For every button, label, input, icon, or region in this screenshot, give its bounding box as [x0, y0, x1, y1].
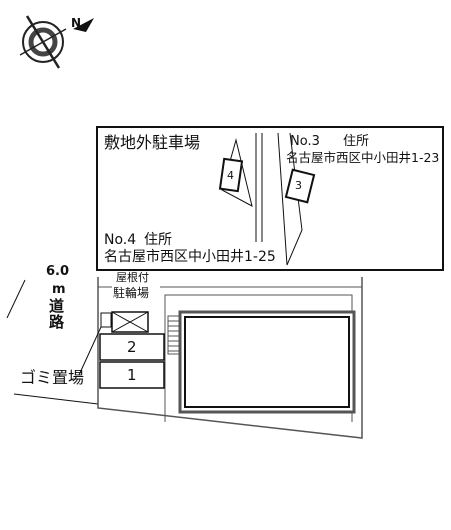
- bike-parking-label-line1: 屋根付: [115, 271, 150, 284]
- road-label: 道路: [47, 298, 65, 330]
- property-lot: [97, 277, 363, 439]
- bike-parking-label-line2: 駐輪場: [112, 286, 151, 300]
- lot3-number: No.3: [290, 134, 320, 149]
- compass-north-label: N: [71, 16, 82, 30]
- lot4-number: No.4: [104, 232, 137, 248]
- road-width-unit: m: [52, 282, 66, 297]
- road-width: 6.0: [46, 264, 70, 279]
- offsite-parking-title: 敷地外駐車場: [104, 133, 201, 152]
- garbage-box: [100, 312, 112, 328]
- parking-slot-2: [99, 333, 165, 361]
- lot4-address: 名古屋市西区中小田井1-25: [104, 249, 276, 265]
- lot3-address-label: 住所: [343, 134, 370, 149]
- offsite-parking-box: [96, 126, 444, 271]
- lot3-slot-number: 3: [295, 179, 302, 192]
- lot3-slot: [284, 168, 316, 204]
- building: [178, 310, 356, 414]
- lot3-address: 名古屋市西区中小田井1-23: [286, 150, 440, 165]
- parking-slot-2-label: 2: [127, 338, 137, 356]
- compass-icon: [19, 15, 94, 69]
- bike-parking-area: [111, 311, 149, 333]
- lot4-slot-number: 4: [227, 169, 234, 182]
- lot4-address-label: 住所: [144, 232, 172, 248]
- garbage-label: ゴミ置場: [20, 368, 85, 387]
- parking-slot-1: [99, 361, 165, 389]
- parking-slot-1-label: 1: [127, 366, 137, 384]
